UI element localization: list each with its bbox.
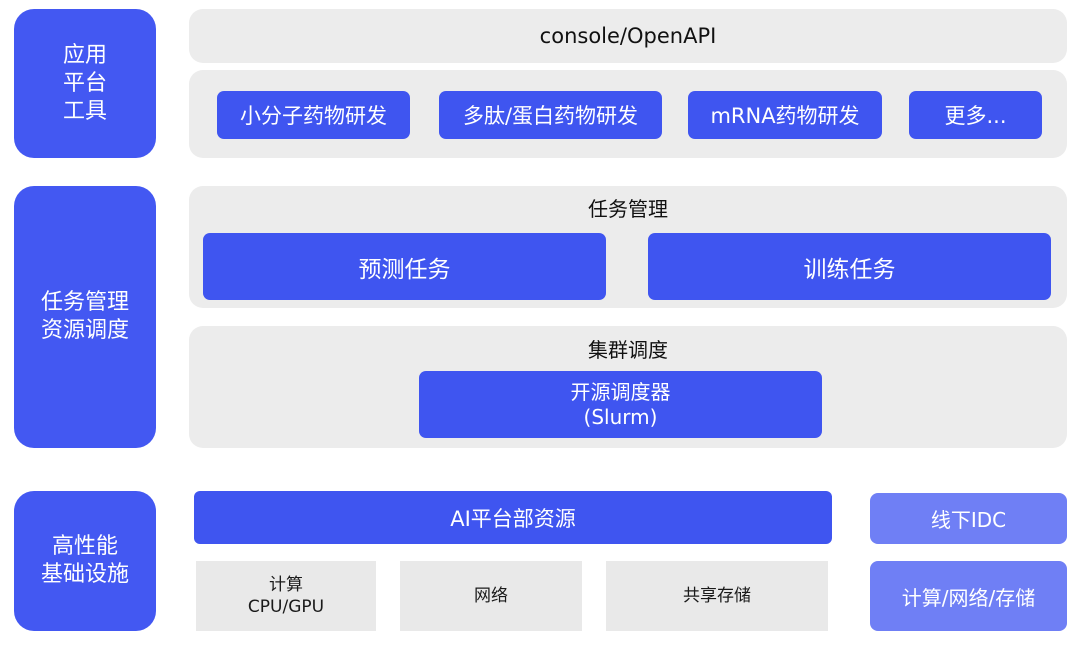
- idc-compute-network-storage-box: 计算/网络/存储: [870, 561, 1067, 631]
- cluster-scheduling-title: 集群调度: [588, 337, 668, 362]
- training-task-box: 训练任务: [648, 233, 1051, 300]
- app-item-peptide-protein: 多肽/蛋白药物研发: [439, 91, 662, 139]
- shared-storage-box: 共享存储: [606, 561, 828, 631]
- compute-cpu-gpu-box: 计算 CPU/GPU: [196, 561, 376, 631]
- network-box: 网络: [400, 561, 582, 631]
- side-label-app-tools: 应用 平台 工具: [14, 9, 156, 158]
- prediction-task-box: 预测任务: [203, 233, 606, 300]
- side-label-task-resource: 任务管理 资源调度: [14, 186, 156, 448]
- ai-platform-resources-bar: AI平台部资源: [194, 491, 832, 544]
- task-management-title: 任务管理: [588, 196, 668, 221]
- app-item-small-molecule: 小分子药物研发: [217, 91, 410, 139]
- side-label-hpc-infra: 高性能 基础设施: [14, 491, 156, 631]
- slurm-scheduler-box: 开源调度器 (Slurm): [419, 371, 822, 438]
- app-item-more: 更多...: [909, 91, 1042, 139]
- console-openapi-bar: console/OpenAPI: [189, 9, 1067, 63]
- app-item-mrna: mRNA药物研发: [688, 91, 882, 139]
- offline-idc-box: 线下IDC: [870, 493, 1067, 544]
